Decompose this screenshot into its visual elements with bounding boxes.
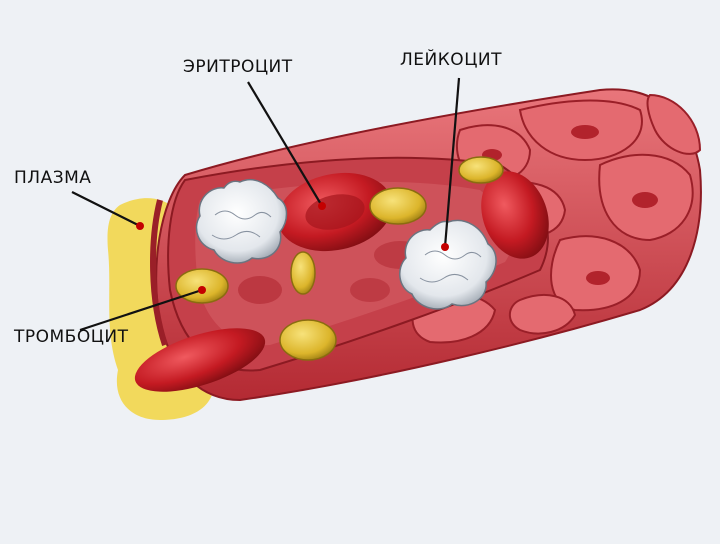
- platelet: [459, 157, 503, 183]
- red-blood-cell: [238, 276, 282, 304]
- platelet: [280, 320, 336, 360]
- label-plasma: ПЛАЗМА: [14, 168, 91, 188]
- white-blood-cell: [400, 220, 496, 309]
- label-platelet: ТРОМБОЦИТ: [14, 327, 129, 347]
- red-blood-cell: [350, 278, 390, 302]
- platelet: [370, 188, 426, 224]
- label-leukocyte: ЛЕЙКОЦИТ: [400, 50, 502, 70]
- platelet: [291, 252, 315, 294]
- label-erythrocyte: ЭРИТРОЦИТ: [183, 57, 293, 77]
